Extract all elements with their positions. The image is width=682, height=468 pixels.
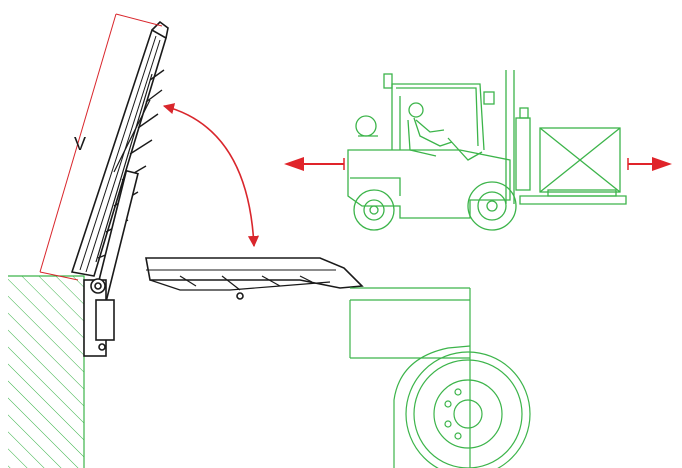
truck — [349, 287, 531, 468]
frame-bolt — [98, 343, 106, 351]
loading-dock — [8, 275, 85, 468]
forward-arrow — [627, 157, 672, 171]
forklift — [347, 70, 627, 231]
forklift-rear-wheel — [353, 189, 395, 231]
operator-head — [408, 102, 424, 118]
reverse-arrow — [284, 157, 345, 171]
crate — [539, 127, 621, 197]
dock-hatch — [8, 276, 84, 468]
dimension-v: V — [39, 13, 163, 281]
dock-outline — [8, 275, 85, 468]
rotation-arrow — [162, 103, 260, 248]
dimension-label: V — [74, 134, 86, 154]
forklift-front-wheel — [467, 181, 517, 231]
lowered-deck — [145, 257, 364, 300]
truck-tire — [405, 351, 531, 468]
truck-rim — [433, 379, 503, 449]
deck-bolt — [236, 292, 244, 300]
hinge-pin — [90, 278, 106, 294]
wheel-arch — [393, 345, 471, 468]
leveler-frame — [83, 278, 115, 357]
